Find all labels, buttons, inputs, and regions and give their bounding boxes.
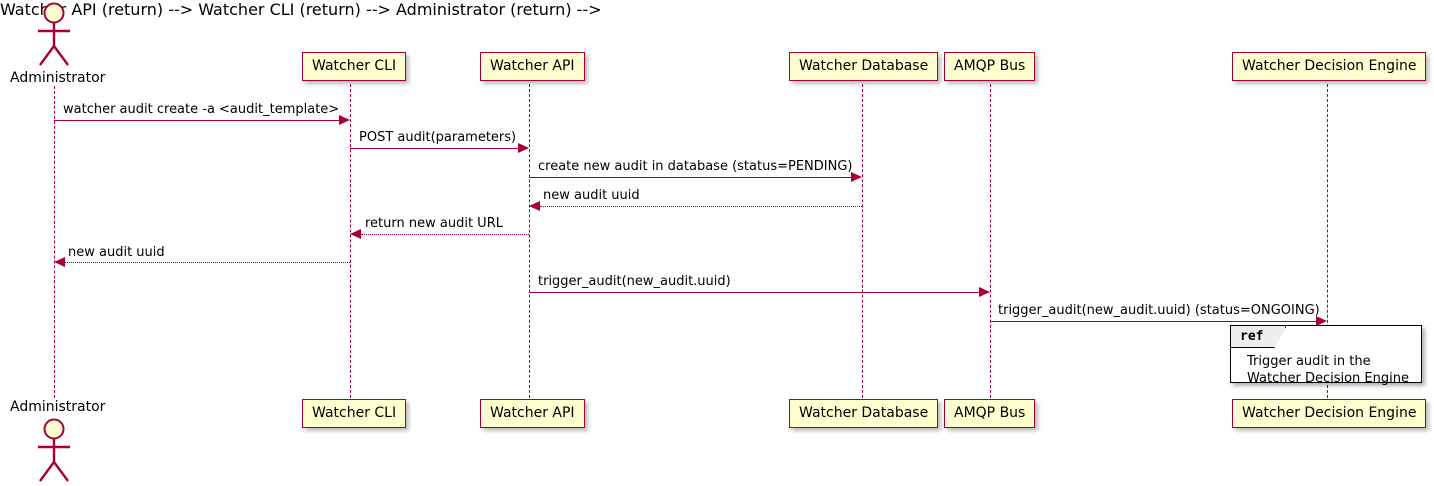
participant-watcher-cli-top[interactable]: Watcher CLI bbox=[302, 52, 407, 81]
lifeline-watcher-decision-engine bbox=[1327, 84, 1328, 398]
message-label-8: trigger_audit(new_audit.uuid) (status=ON… bbox=[998, 303, 1320, 318]
participant-amqp-bus-top[interactable]: AMQP Bus bbox=[944, 52, 1036, 81]
ref-fragment-line-2: Watcher Decision Engine bbox=[1247, 371, 1409, 386]
participant-watcher-database-bottom[interactable]: Watcher Database bbox=[789, 399, 939, 428]
participant-watcher-api-top[interactable]: Watcher API bbox=[480, 52, 585, 81]
actor-stick-figure-icon bbox=[38, 418, 70, 482]
message-arrow-3 bbox=[529, 177, 851, 178]
ref-fragment-tab-label: ref bbox=[1231, 326, 1286, 348]
message-label-2: POST audit(parameters) bbox=[359, 130, 517, 145]
message-arrow-2 bbox=[350, 148, 518, 149]
participant-watcher-decision-engine-bottom[interactable]: Watcher Decision Engine bbox=[1232, 399, 1427, 428]
lifeline-amqp-bus bbox=[990, 84, 991, 398]
message-label-3: create new audit in database (status=PEN… bbox=[538, 159, 853, 174]
actor-administrator-top bbox=[32, 2, 76, 72]
message-label-6: new audit uuid bbox=[68, 245, 165, 260]
ref-fragment-line-1: Trigger audit in the bbox=[1247, 354, 1371, 369]
lifeline-watcher-database bbox=[862, 84, 863, 398]
participant-watcher-cli-bottom[interactable]: Watcher CLI bbox=[302, 399, 407, 428]
actor-label-administrator-top: Administrator bbox=[10, 70, 106, 86]
message-arrowhead-5 bbox=[350, 229, 361, 239]
participant-amqp-bus-bottom[interactable]: AMQP Bus bbox=[944, 399, 1036, 428]
lifeline-watcher-cli bbox=[350, 84, 351, 398]
message-label-5: return new audit URL bbox=[365, 216, 503, 231]
actor-label-administrator-bottom: Administrator bbox=[10, 399, 106, 415]
message-arrow-8 bbox=[990, 321, 1316, 322]
message-arrowhead-6 bbox=[54, 257, 65, 267]
message-arrowhead-7 bbox=[979, 287, 990, 297]
message-arrow-1 bbox=[54, 120, 339, 121]
actor-administrator-bottom bbox=[32, 418, 76, 486]
message-arrow-4 bbox=[540, 206, 862, 207]
message-arrowhead-2 bbox=[518, 143, 529, 153]
message-label-7: trigger_audit(new_audit.uuid) bbox=[538, 274, 731, 289]
message-label-1: watcher audit create -a <audit_template> bbox=[63, 102, 340, 117]
participant-watcher-decision-engine-top[interactable]: Watcher Decision Engine bbox=[1232, 52, 1427, 81]
lifeline-administrator bbox=[54, 86, 55, 398]
message-arrow-7 bbox=[529, 292, 979, 293]
lifeline-watcher-api bbox=[529, 84, 530, 398]
message-arrowhead-4 bbox=[529, 201, 540, 211]
message-arrow-6 bbox=[65, 262, 350, 263]
ref-fragment: ref Trigger audit in the Watcher Decisio… bbox=[1230, 325, 1422, 386]
participant-watcher-database-top[interactable]: Watcher Database bbox=[789, 52, 939, 81]
ref-fragment-body: Trigger audit in the Watcher Decision En… bbox=[1231, 350, 1421, 387]
message-arrowhead-8 bbox=[1316, 316, 1327, 326]
actor-stick-figure-icon bbox=[38, 2, 70, 66]
message-arrowhead-1 bbox=[339, 115, 350, 125]
participant-watcher-api-bottom[interactable]: Watcher API bbox=[480, 399, 585, 428]
message-arrow-5 bbox=[361, 234, 529, 235]
message-arrowhead-3 bbox=[851, 172, 862, 182]
message-label-4: new audit uuid bbox=[543, 188, 640, 203]
